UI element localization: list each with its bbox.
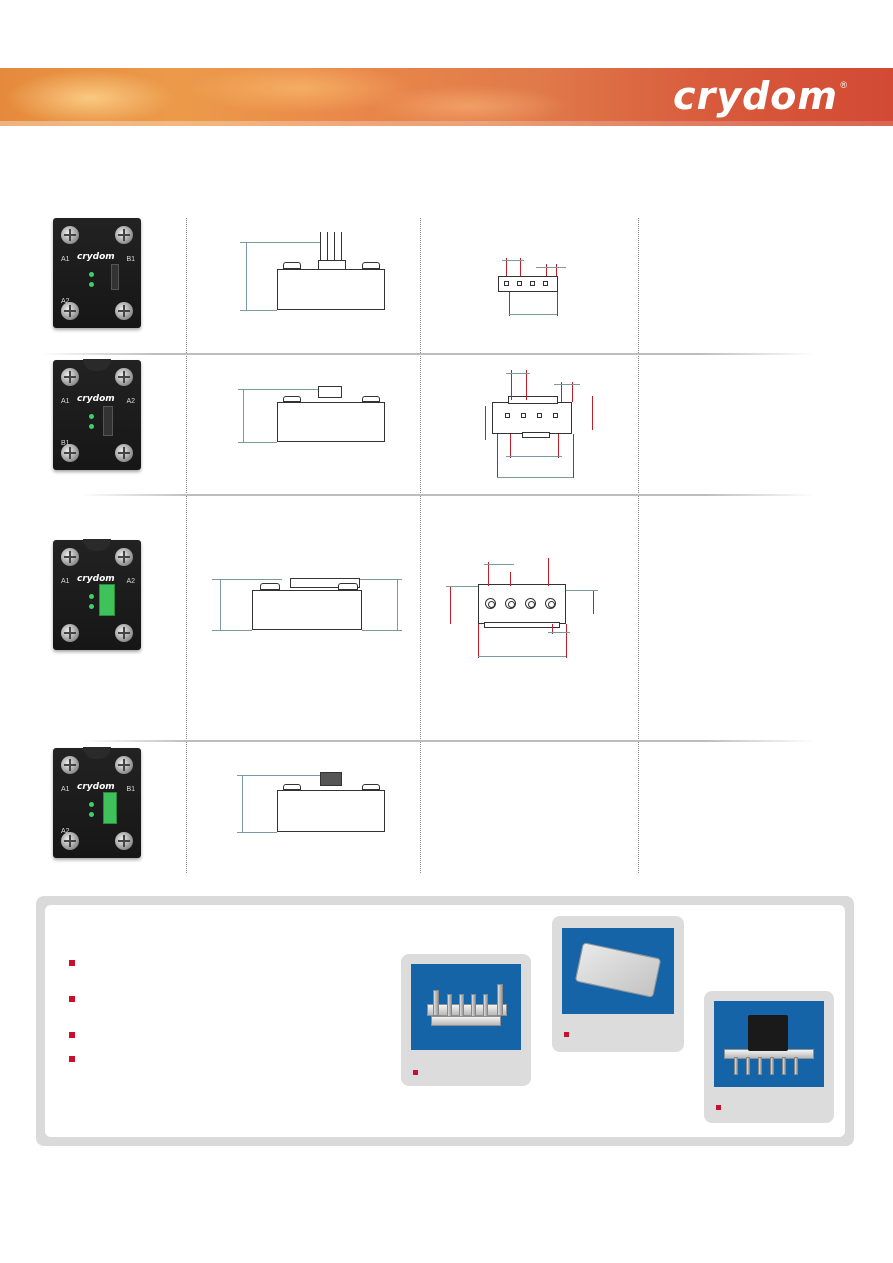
accessories-panel xyxy=(36,896,854,1146)
heatsink-bullet xyxy=(413,1070,418,1075)
thermal-pad-bullet xyxy=(564,1032,569,1037)
row-divider-1 xyxy=(40,353,815,355)
relay-photo-2: crydom A1 B1 A2 xyxy=(53,359,141,470)
row-divider-3 xyxy=(80,740,815,742)
column-divider-2 xyxy=(420,218,421,873)
accessory-card-din-heatsink xyxy=(704,991,834,1123)
relay-photo-1: crydom A1 A2 B1 xyxy=(53,218,141,328)
relay-photo-4: crydom A1 A2 B1 xyxy=(53,747,141,858)
column-divider-3 xyxy=(638,218,639,873)
accessory-card-thermal-pad xyxy=(552,916,684,1052)
brand-logo: crydom xyxy=(673,74,838,118)
product-grid: crydom A1 A2 B1 xyxy=(40,210,820,875)
din-heatsink-photo xyxy=(714,1001,824,1087)
registered-mark: ® xyxy=(840,80,847,90)
heatsink-photo xyxy=(411,964,521,1050)
feature-bullet-3 xyxy=(69,1032,75,1038)
feature-bullet-4 xyxy=(69,1056,75,1062)
row-divider-2 xyxy=(80,494,815,496)
header-banner: crydom ® xyxy=(0,68,893,126)
feature-bullet-1 xyxy=(69,960,75,966)
thermal-pad-photo xyxy=(562,928,674,1014)
feature-bullet-2 xyxy=(69,996,75,1002)
relay-photo-3: crydom A1 A2 xyxy=(53,539,141,650)
accessory-card-heatsink xyxy=(401,954,531,1086)
column-divider-1 xyxy=(186,218,187,873)
din-heatsink-bullet xyxy=(716,1105,721,1110)
